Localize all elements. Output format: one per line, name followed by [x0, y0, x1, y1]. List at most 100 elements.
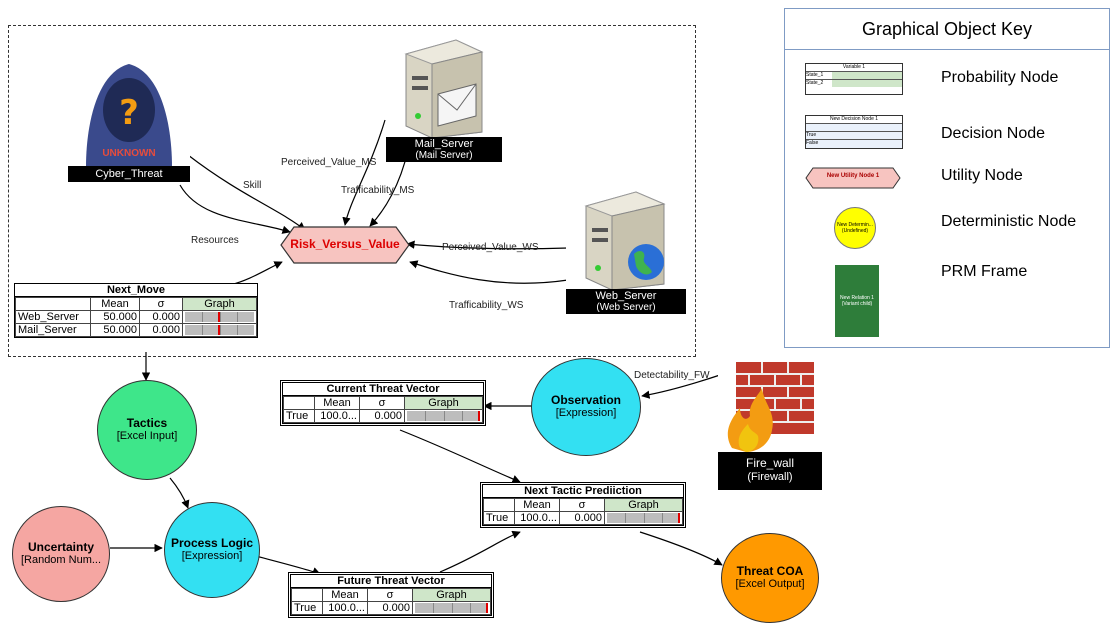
- threat-coa-node[interactable]: Threat COA [Excel Output]: [721, 533, 819, 623]
- edge-resources: [179, 184, 291, 234]
- mail-server-node[interactable]: Mail_Server (Mail Server): [386, 34, 502, 162]
- future-vector-title: Future Threat Vector: [291, 575, 491, 588]
- mean-cell: 50.000: [90, 310, 140, 324]
- mean-cell: 100.0...: [322, 601, 368, 615]
- edge-label-traff-ws: Trafficability_WS: [449, 300, 524, 311]
- risk-versus-value-shape[interactable]: [280, 226, 410, 264]
- probability-marker: [217, 312, 220, 322]
- observation-sub: [Expression]: [555, 407, 617, 419]
- edge-label-perceived-ms: Perceived_Value_MS: [281, 157, 377, 168]
- key-deterministic: New Determin... (Undefined) Deterministi…: [785, 205, 1109, 255]
- prm-frame: [8, 25, 696, 357]
- state-cell: True: [283, 409, 315, 423]
- decision-node-sample: New Decision Node 1 True False: [805, 115, 903, 149]
- bar-gridline: [461, 411, 463, 421]
- key-label-utility: Utility Node: [941, 167, 1023, 184]
- process-logic-node[interactable]: Process Logic [Expression]: [164, 502, 260, 598]
- probability-bar: [607, 513, 680, 523]
- probability-node-sample: Variable 1 State_1 State_2: [805, 63, 903, 95]
- current-threat-vector-table[interactable]: Current Threat Vector Mean σ Graph True …: [280, 380, 486, 426]
- next-move-table[interactable]: Next_Move Mean σ Graph Web_Server 50.000…: [14, 283, 258, 338]
- edge-firewall-observation: [641, 374, 721, 399]
- table-row: True 100.0... 0.000: [483, 511, 683, 525]
- col-graph: Graph: [404, 396, 483, 410]
- sd-cell: 0.000: [559, 511, 605, 525]
- col-graph: Graph: [412, 588, 491, 602]
- future-threat-vector-table[interactable]: Future Threat Vector Mean σ Graph True 1…: [288, 572, 494, 618]
- col-sd: σ: [367, 588, 413, 602]
- cyber-threat-node[interactable]: ? UNKNOWN Cyber_Threat: [68, 52, 190, 182]
- key-utility: New Utility Node 1 Utility Node: [785, 163, 1109, 213]
- bar-gridline: [625, 513, 627, 523]
- utility-sample-label: New Utility Node 1: [826, 173, 880, 179]
- observation-label: Observation: [550, 393, 622, 407]
- bar-gridline: [202, 325, 204, 335]
- probability-marker: [486, 603, 488, 613]
- col-mean: Mean: [322, 588, 368, 602]
- bar-gridline: [202, 312, 204, 322]
- threat-coa-sub: [Excel Output]: [735, 578, 805, 590]
- mail-server-caption: Mail_Server (Mail Server): [386, 137, 502, 162]
- bar-gridline: [443, 411, 445, 421]
- edge-perceived-ms: [342, 119, 386, 226]
- graph-cell: [604, 511, 683, 525]
- next-tactic-prediction-table[interactable]: Next Tactic Prediiction Mean σ Graph Tru…: [480, 482, 686, 528]
- table-row: True 100.0... 0.000: [283, 409, 483, 423]
- edge-perceived-ws: [406, 240, 569, 250]
- state-cell: True: [483, 511, 515, 525]
- mean-cell: 50.000: [90, 323, 140, 337]
- col-mean: Mean: [514, 498, 560, 512]
- graph-cell: [182, 323, 257, 337]
- graph-cell: [182, 310, 257, 324]
- future-vector-corner: [291, 588, 323, 602]
- key-label-decision: Decision Node: [941, 125, 1046, 142]
- key-label-probability: Probability Node: [941, 69, 1059, 86]
- col-sd: σ: [139, 297, 183, 311]
- process-logic-label: Process Logic: [170, 536, 254, 550]
- uncertainty-sub: [Random Num...: [20, 554, 102, 566]
- sd-cell: 0.000: [359, 409, 405, 423]
- key-label-prm: PRM Frame: [941, 263, 1028, 280]
- sample-title: Variable 1: [806, 64, 902, 72]
- process-logic-sub: [Expression]: [181, 550, 243, 562]
- bar-gridline: [469, 603, 471, 613]
- edge-future-nexttactic: [439, 530, 521, 573]
- mean-cell: 100.0...: [314, 409, 360, 423]
- probability-marker: [217, 325, 220, 335]
- graph-cell: [404, 409, 483, 423]
- state-cell: Web_Server: [15, 310, 91, 324]
- key-title: Graphical Object Key: [785, 9, 1109, 50]
- key-label-deterministic: Deterministic Node: [941, 213, 1077, 230]
- bar-gridline: [433, 603, 435, 613]
- mail-server-label: Mail_Server: [414, 138, 474, 150]
- table-row: True 100.0... 0.000: [291, 601, 491, 615]
- bar-gridline: [219, 325, 221, 335]
- firewall-node[interactable]: Fire_wall (Firewall): [718, 352, 822, 490]
- table-row: Web_Server 50.000 0.000: [15, 310, 257, 324]
- sd-cell: 0.000: [367, 601, 413, 615]
- probability-marker: [678, 513, 680, 523]
- edge-label-skill: Skill: [243, 180, 262, 191]
- next-move-corner: [15, 297, 91, 311]
- svg-text:?: ?: [119, 93, 139, 133]
- edge-label-perceived-ws: Perceived_Value_WS: [442, 242, 539, 253]
- web-server-node[interactable]: Web_Server (Web Server): [566, 186, 686, 314]
- bar-gridline: [451, 603, 453, 613]
- hooded-figure-icon: ?: [68, 52, 190, 167]
- sample-row: True: [806, 132, 902, 140]
- tactics-label: Tactics: [126, 416, 168, 430]
- bar-gridline: [236, 325, 238, 335]
- uncertainty-label: Uncertainty: [27, 540, 95, 554]
- edge-label-detect: Detectability_FW: [634, 370, 710, 381]
- firewall-icon: [727, 362, 814, 452]
- tactics-node[interactable]: Tactics [Excel Input]: [97, 380, 197, 480]
- mean-cell: 100.0...: [514, 511, 560, 525]
- next-tactic-corner: [483, 498, 515, 512]
- sample-row: False: [806, 140, 819, 146]
- bar-gridline: [661, 513, 663, 523]
- uncertainty-node[interactable]: Uncertainty [Random Num...: [12, 506, 110, 602]
- next-move-title: Next_Move: [15, 284, 257, 297]
- observation-node[interactable]: Observation [Expression]: [531, 358, 641, 456]
- firewall-sub: (Firewall): [747, 471, 793, 483]
